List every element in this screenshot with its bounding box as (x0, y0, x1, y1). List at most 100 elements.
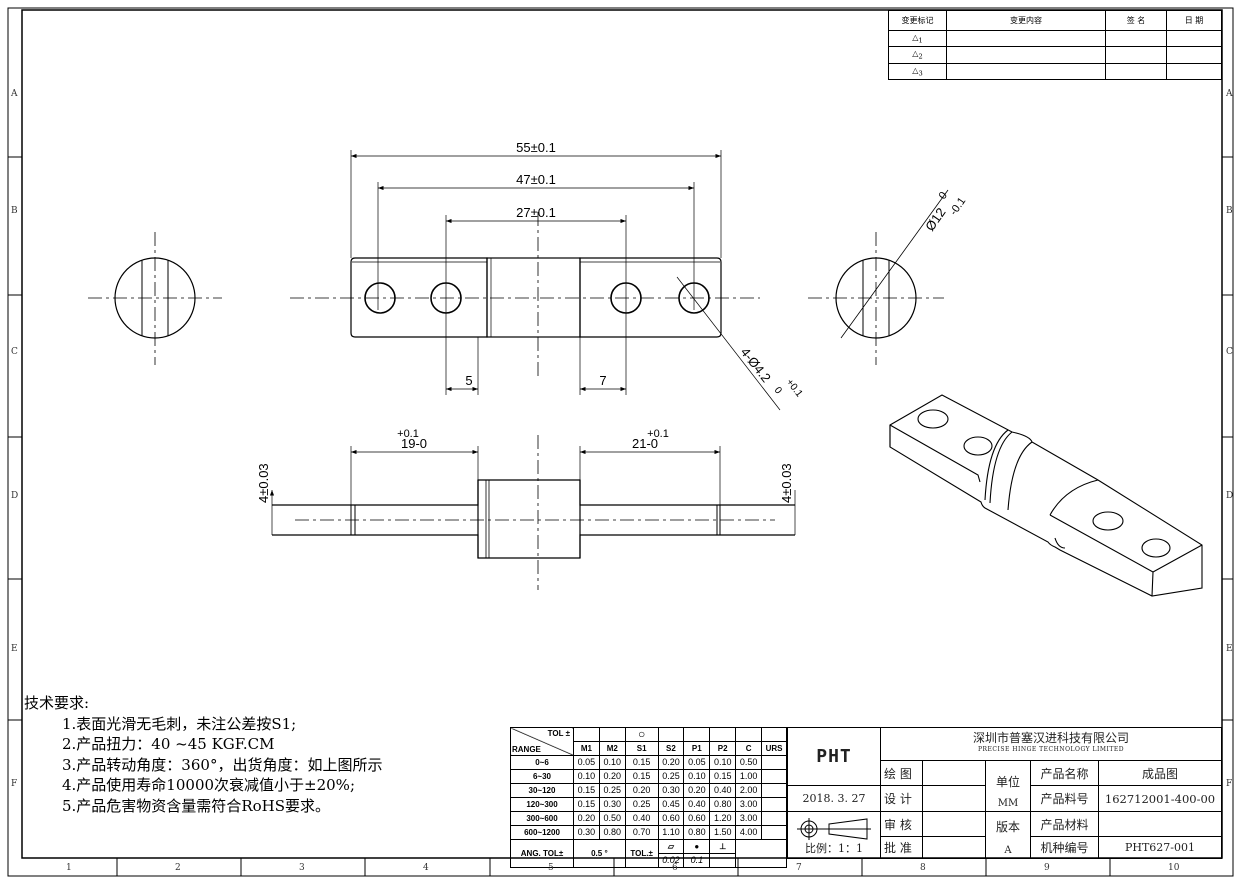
zone-column-label: 2 (175, 863, 181, 873)
scale: 比例：1：1 (805, 842, 863, 855)
date: 2018. 3. 27 (787, 785, 881, 812)
tol-value: 0.40 (709, 783, 737, 798)
tol-value: 0.25 (624, 797, 659, 812)
tol-value: 0.15 (624, 755, 659, 770)
tol-label: TOL.± (624, 839, 659, 868)
zone-column-label: 3 (299, 863, 305, 873)
tol-range: 30~120 (510, 783, 574, 798)
position-symbol: ● (683, 839, 711, 854)
company-name-en: PRECISE HINGE TECHNOLOGY LIMITED (977, 746, 1125, 753)
zone-column-label: 4 (423, 863, 429, 873)
tol-value: 0.60 (657, 811, 685, 826)
tol-value: 3.00 (735, 811, 763, 826)
tol-value: 0.15 (573, 797, 600, 812)
tol-value: 0.20 (657, 755, 685, 770)
tol-value: 0.40 (683, 797, 711, 812)
zone-row-label: E (1226, 644, 1233, 654)
rev-header-mark: 变更标记 (888, 10, 947, 31)
zone-column-label: 8 (920, 863, 926, 873)
tol-value: 0.10 (683, 769, 711, 784)
shaft-tol-upper: 0 (937, 190, 950, 202)
tol-value: 0.15 (624, 769, 659, 784)
side-view (269, 435, 796, 590)
tol-value: 0.80 (683, 825, 711, 840)
company-logo: PHT (787, 727, 881, 786)
zone-row-label: B (11, 206, 18, 216)
right-offset-dim: 7 (599, 373, 606, 388)
tol-range: 6~30 (510, 769, 574, 784)
unit-value: MM (997, 798, 1019, 809)
hole-dia-tol-lower: 0 (772, 385, 784, 397)
tol-value: 0.10 (573, 769, 600, 784)
approve-label: 批 准 (880, 836, 923, 859)
tol-col-header: M1 (573, 741, 600, 756)
position-value: 0.1 (683, 853, 711, 868)
zone-row-label: C (1226, 347, 1233, 357)
rev-mark: △1 (888, 29, 947, 48)
tol-value (761, 811, 787, 826)
product-name: 成品图 (1098, 760, 1222, 786)
note-item: 3.产品转动角度：360°，出货角度：如上图所示 (62, 755, 383, 774)
part-no: 162712001-400-00 (1098, 785, 1222, 812)
company-name-cn: 深圳市普塞汉进科技有限公司 (972, 731, 1129, 745)
tol-value: 0.70 (624, 825, 659, 840)
tol-value: 0.30 (598, 797, 626, 812)
zone-column-label: 10 (1168, 863, 1180, 873)
notes-title: 技术要求: (24, 694, 90, 712)
note-item: 2.产品扭力：40 ~45 KGF.CM (62, 735, 275, 753)
left-length-tol: +0.1 (397, 428, 419, 440)
tol-value: 1.00 (735, 769, 763, 784)
zone-row-label: F (11, 779, 18, 789)
zone-row-label: B (1226, 206, 1233, 216)
tol-range: 600~1200 (510, 825, 574, 840)
tol-value: 0.25 (657, 769, 685, 784)
model-label: 机种编号 (1030, 836, 1099, 859)
hole-dia-tol-upper: +0.1 (784, 377, 805, 400)
rev-header-content: 变更内容 (946, 10, 1106, 31)
version-label: 版本 (995, 820, 1020, 834)
ang-tol-value: 0.5 ° (573, 839, 626, 868)
tol-value: 0.20 (598, 769, 626, 784)
technical-requirements: 技术要求: 1.表面光滑无毛刺，未注公差按S1; 2.产品扭力：40 ~45 K… (24, 693, 382, 816)
right-length-dim: 21-0 (632, 436, 658, 451)
material (1098, 811, 1222, 837)
tol-value: 0.60 (683, 811, 711, 826)
tol-value: 0.05 (573, 755, 600, 770)
perpendicularity-symbol: ⊥ (709, 839, 737, 854)
zone-column-label: 7 (796, 863, 802, 873)
tol-value: 0.40 (624, 811, 659, 826)
tol-value: 0.20 (573, 811, 600, 826)
isometric-view (889, 394, 1203, 597)
tol-col-header: URS (761, 741, 787, 756)
tol-range: 120~300 (510, 797, 574, 812)
tol-value: 3.00 (735, 797, 763, 812)
tol-corner: TOL ± RANGE (510, 727, 574, 756)
tol-value: 0.10 (709, 755, 737, 770)
tol-value: 4.00 (735, 825, 763, 840)
tol-value: 0.20 (683, 783, 711, 798)
tol-value: 0.05 (683, 755, 711, 770)
right-end-view (808, 189, 949, 365)
tol-range: 0~6 (510, 755, 574, 770)
tol-value: 1.50 (709, 825, 737, 840)
version-value: A (1004, 845, 1012, 856)
tol-range: 300~600 (510, 811, 574, 826)
overall-length-dim: 55±0.1 (516, 140, 556, 155)
tol-value (761, 797, 787, 812)
projection-symbol-icon (797, 818, 871, 840)
tol-col-header: S2 (657, 741, 685, 756)
rev-header-sign: 签 名 (1105, 10, 1167, 31)
tol-value: 0.45 (657, 797, 685, 812)
material-label: 产品材料 (1030, 811, 1099, 837)
ang-tol-label: ANG. TOL± (510, 839, 574, 868)
left-end-view (88, 232, 222, 365)
model: PHT627-001 (1098, 836, 1222, 859)
right-length-tol: +0.1 (647, 428, 669, 440)
zone-column-label: 9 (1044, 863, 1050, 873)
part-no-label: 产品料号 (1030, 785, 1099, 812)
